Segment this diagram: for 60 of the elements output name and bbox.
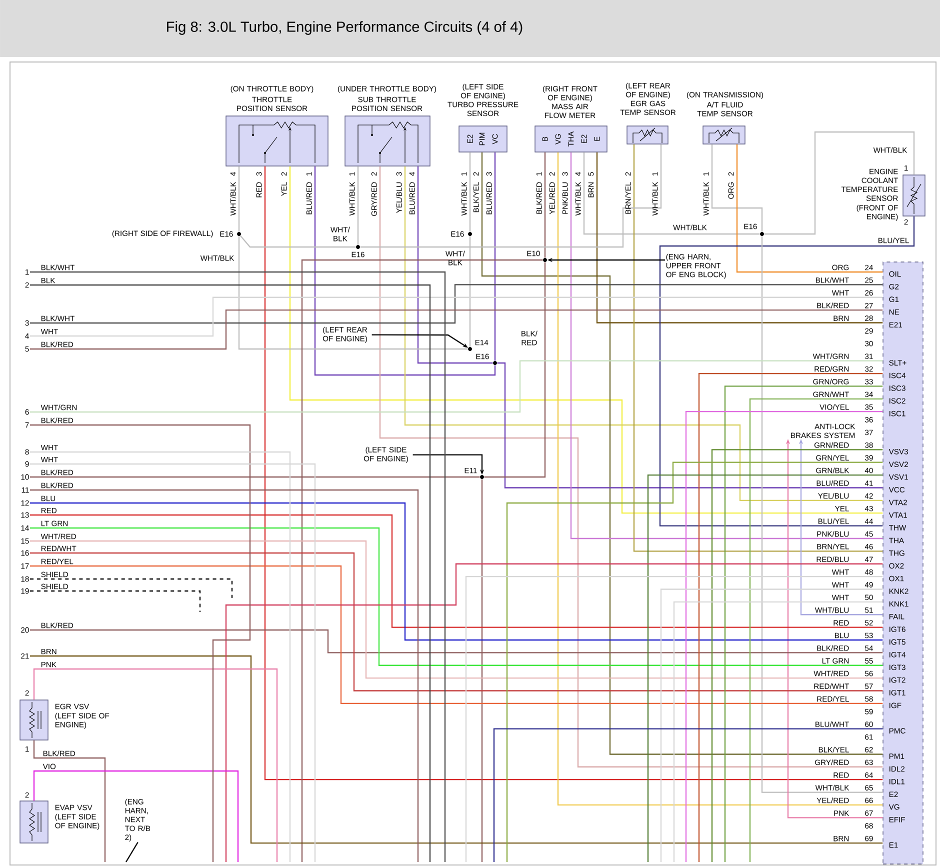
wire xyxy=(497,362,883,488)
wire xyxy=(494,152,496,361)
wire xyxy=(736,144,883,273)
wire xyxy=(749,398,883,862)
wire xyxy=(30,502,883,641)
wire xyxy=(30,629,883,654)
wire xyxy=(647,474,883,862)
wire xyxy=(469,236,471,347)
wire xyxy=(506,462,883,862)
wire xyxy=(724,386,883,862)
wire xyxy=(30,489,419,862)
wire xyxy=(314,166,496,376)
wire xyxy=(225,563,883,862)
wire xyxy=(30,309,883,350)
wire xyxy=(404,166,883,502)
wire xyxy=(33,668,278,862)
wire xyxy=(30,284,883,324)
wire xyxy=(33,740,106,862)
shield-wire xyxy=(30,590,201,612)
wire xyxy=(469,152,471,232)
wire xyxy=(301,259,543,862)
wire xyxy=(711,144,763,232)
wire xyxy=(30,552,883,692)
wire xyxy=(557,152,883,806)
wire xyxy=(289,166,883,514)
wire xyxy=(481,479,483,862)
wire xyxy=(238,236,468,350)
wire xyxy=(360,144,662,248)
wire xyxy=(596,152,883,324)
wire xyxy=(30,476,480,478)
title-bar: Fig 8: 3.0L Turbo, Engine Performance Circuits (4 of 4) xyxy=(0,0,940,57)
wire xyxy=(481,152,883,755)
wire xyxy=(417,166,493,364)
wire xyxy=(493,728,883,862)
wire xyxy=(761,236,883,793)
wire xyxy=(264,166,883,780)
shield-wire xyxy=(30,578,233,598)
wire xyxy=(659,216,915,526)
wire xyxy=(33,770,239,862)
wire xyxy=(238,166,240,232)
wire xyxy=(465,576,883,862)
wire xyxy=(30,540,883,679)
wire xyxy=(544,152,546,258)
wire xyxy=(711,449,883,862)
leader-line xyxy=(126,842,138,862)
wire xyxy=(30,655,883,844)
wire xyxy=(30,514,883,628)
wire xyxy=(30,424,251,862)
wire xyxy=(30,527,883,666)
wire xyxy=(30,360,883,413)
wire xyxy=(379,166,883,768)
wire xyxy=(30,296,883,337)
wire xyxy=(357,166,359,245)
wire xyxy=(484,262,546,478)
wire xyxy=(570,152,883,540)
wire xyxy=(583,152,760,235)
wire xyxy=(633,144,883,552)
wire xyxy=(240,235,356,248)
wire xyxy=(764,131,915,235)
wire xyxy=(30,565,883,704)
